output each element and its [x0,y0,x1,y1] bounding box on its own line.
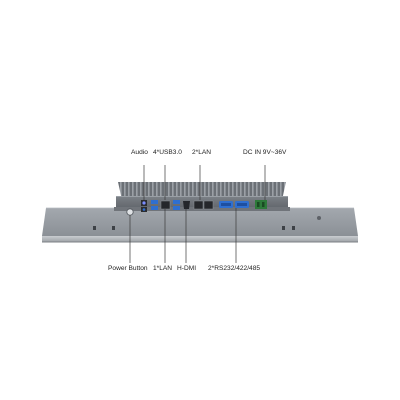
mounting-holes [93,216,321,230]
label-dual-lan: 2*LAN [192,149,212,156]
lan-port-icon [160,200,171,210]
audio-jack-icon [141,200,147,212]
hdmi-port-icon [183,201,190,209]
panel-body [42,207,358,243]
label-dc-in: DC IN 9V~36V [243,149,287,156]
label-serial: 2*RS232/422/485 [208,265,261,272]
label-hdmi: H-DMI [177,265,197,272]
usb3-port-icon [151,200,180,210]
dual-lan-port-icon [193,200,214,210]
label-power-button: Power Button [108,265,148,272]
label-usb3: 4*USB3.0 [153,149,182,156]
label-audio: Audio [131,149,148,156]
power-button-icon [126,208,134,216]
callout-leader-lines [129,165,266,263]
dc-in-terminal-icon [255,200,267,209]
io-ports [126,200,267,216]
serial-port-icon [219,201,249,208]
label-single-lan: 1*LAN [153,265,173,272]
